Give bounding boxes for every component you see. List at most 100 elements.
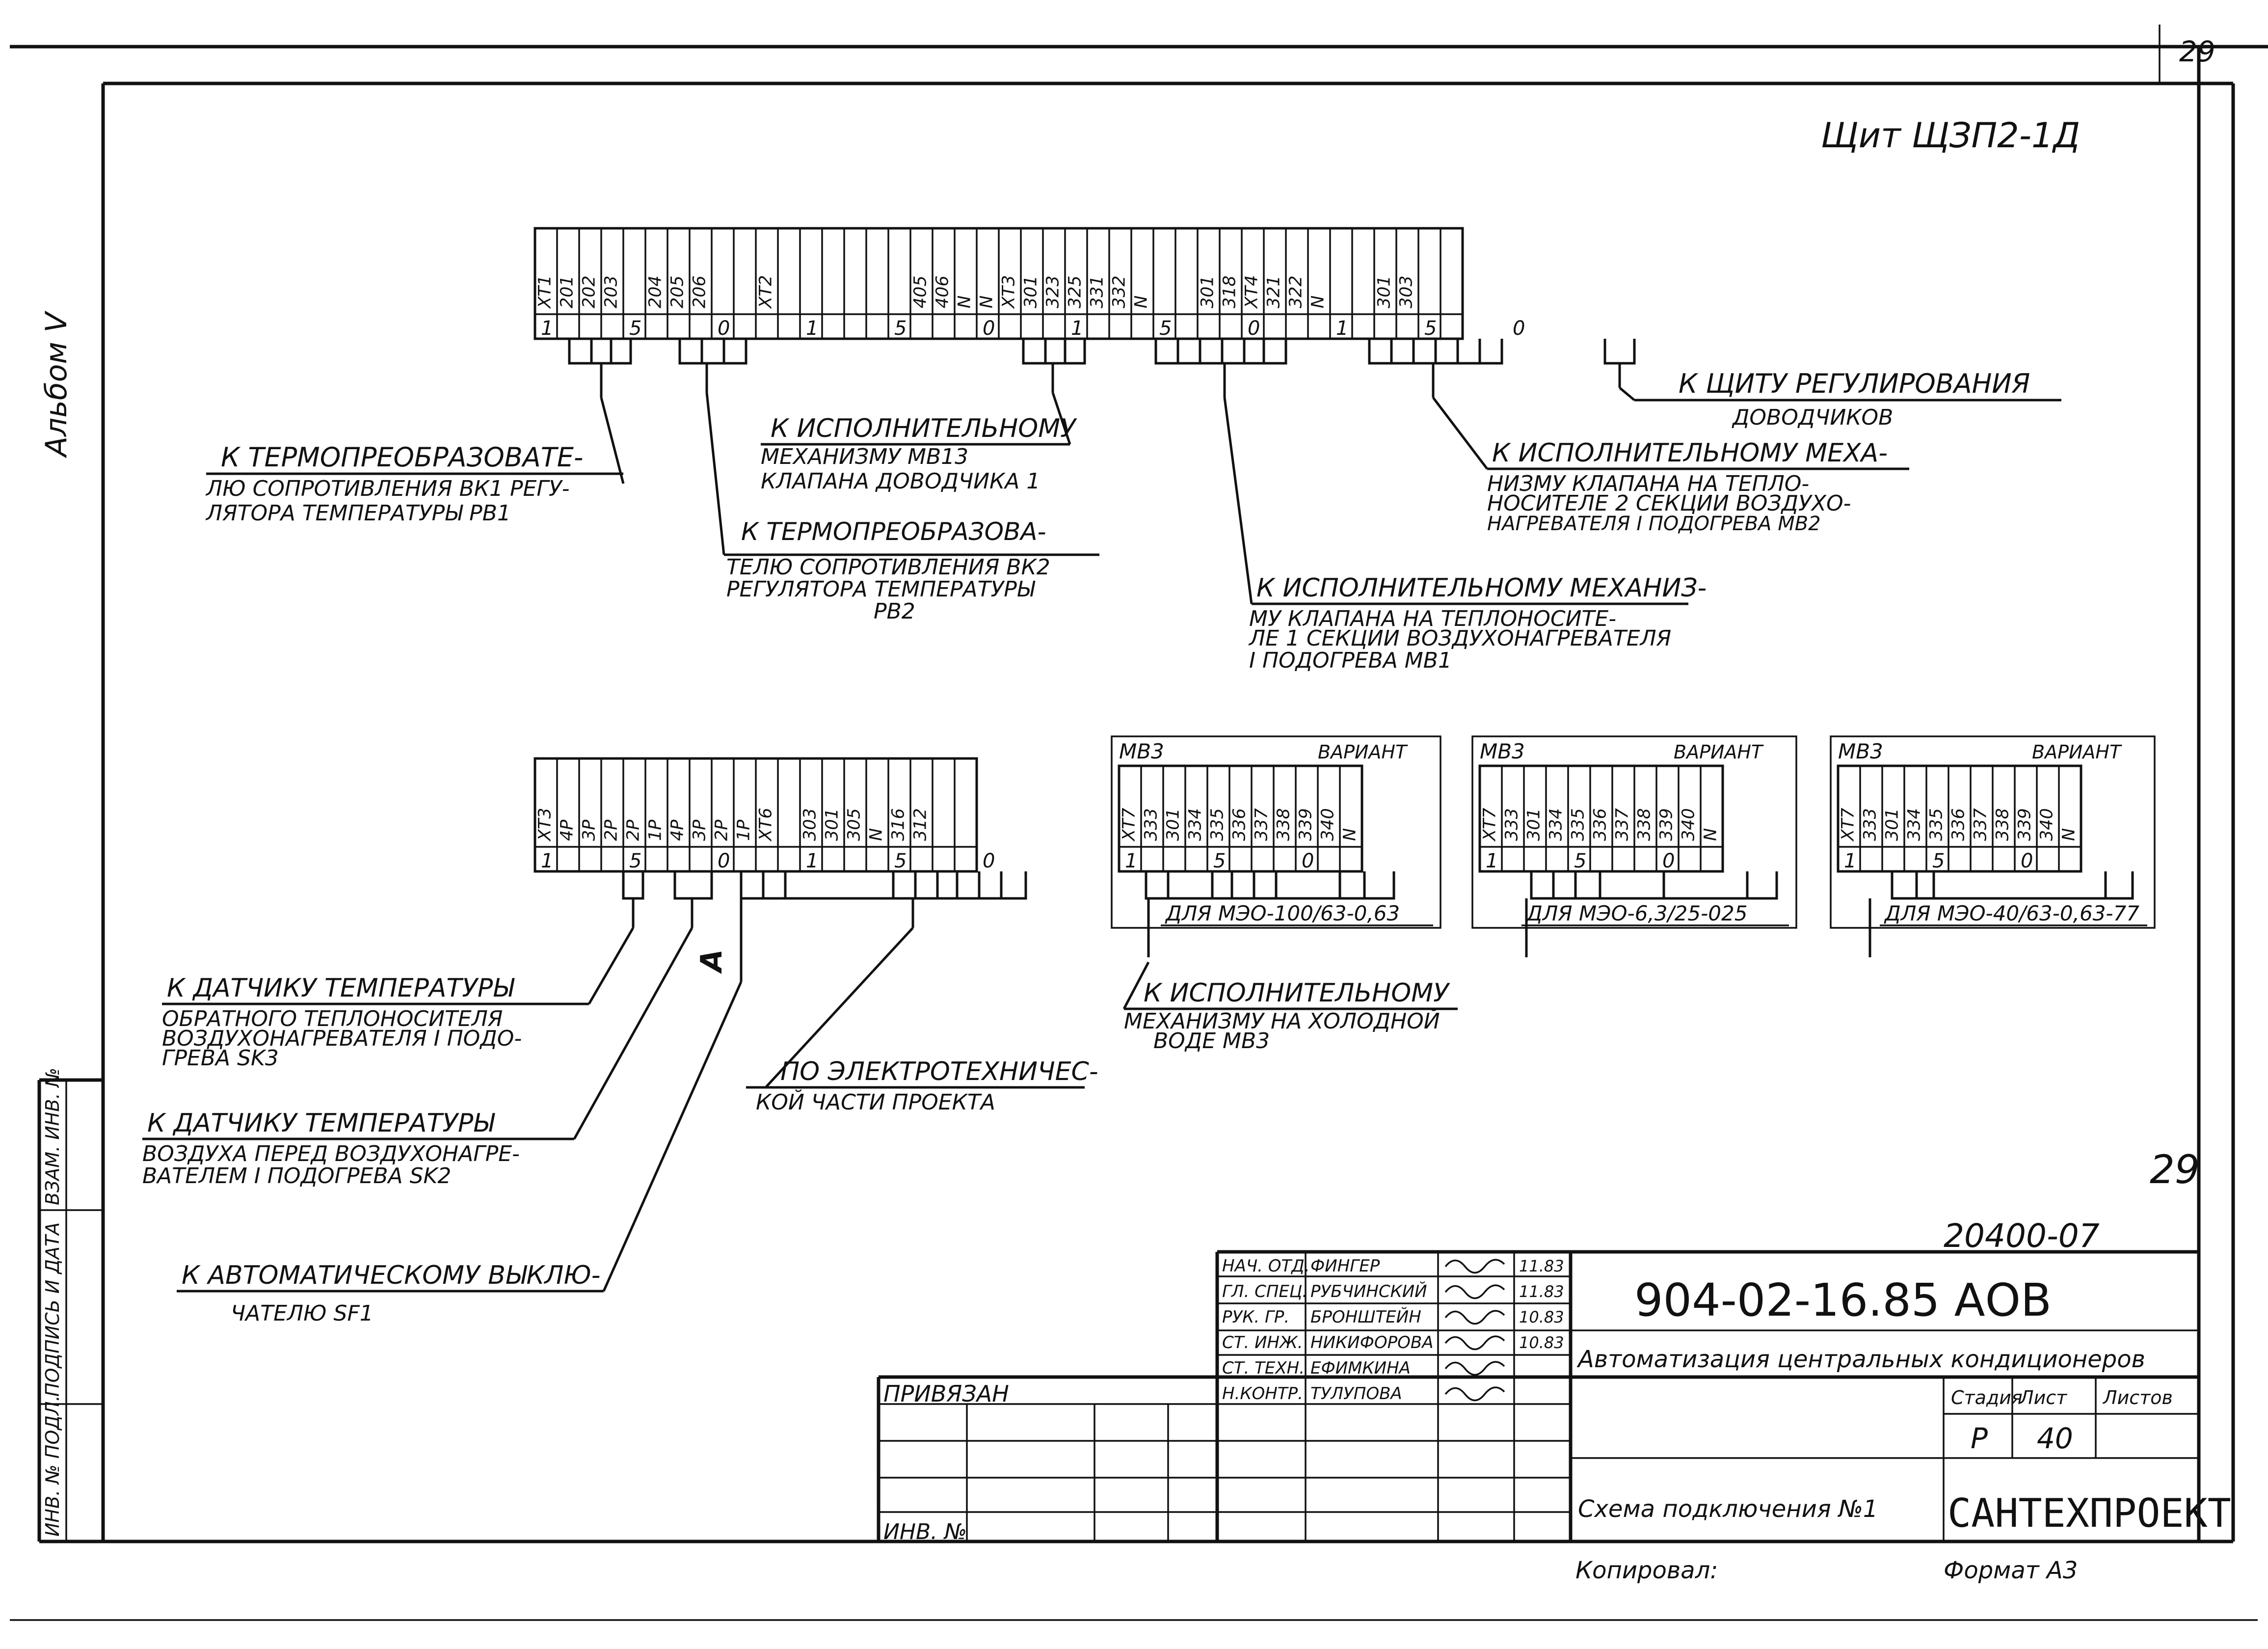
variant-strip-terminal-label: 334	[1547, 808, 1566, 841]
callout-c6-line: ДОВОДЧИКОВ	[1732, 405, 1893, 430]
variant-strip-terminal-label: N	[2059, 828, 2079, 841]
bottom-leaders	[142, 871, 2134, 1293]
top-strip-terminal-label: 204	[646, 275, 666, 308]
top-strip-terminal-label: 405	[911, 275, 931, 308]
bottom-strip-terminal-label: ХТ3	[535, 808, 555, 842]
drawing-code: 904-02-16.85 АОВ	[1634, 1274, 2052, 1326]
variant-header-left: МВ3	[1838, 739, 1883, 763]
album-label: Альбом V	[39, 310, 74, 459]
variant-note: ДЛЯ МЭО-6,3/25-025	[1525, 901, 1747, 925]
variant-strip-terminal-label: N	[1701, 828, 1721, 841]
sheet-value: 40	[2037, 1422, 2073, 1455]
top-strip-terminal-label: ХТ4	[1242, 275, 1262, 309]
callout-c8-line: К ДАТЧИКУ ТЕМПЕРАТУРЫ	[147, 1108, 495, 1138]
callout-c2-line: РЕГУЛЯТОРА ТЕМПЕРАТУРЫ	[726, 577, 1036, 602]
bottom-strip-position-mark: 1	[806, 850, 818, 872]
top-strip-position-mark: 5	[1424, 317, 1437, 340]
bottom-strip-terminal-label: 4Р	[668, 819, 688, 841]
callout-c11-line: ВОДЕ МВ3	[1153, 1028, 1270, 1054]
variant-strip-terminal-label: 301	[1164, 808, 1183, 841]
variant-strip-position-mark: 0	[1302, 850, 1314, 872]
signature-scribble	[1444, 1284, 1505, 1299]
bottom-strip-terminal-label: 4Р	[558, 819, 577, 841]
bottom-strip-terminal-label: ХТ6	[756, 808, 776, 842]
project-number: 20400-07	[1944, 1217, 2100, 1255]
top-strip-terminal-label: ХТ2	[756, 275, 776, 309]
variant-strip-position-mark: 5	[1213, 850, 1226, 872]
top-strip-position-mark: 5	[894, 317, 907, 340]
variant-header-right: ВАРИАНТ	[1674, 741, 1764, 763]
top-strip-terminal-label: 323	[1043, 275, 1063, 308]
top-strip-terminal-label: 321	[1264, 275, 1284, 308]
title-block	[877, 1250, 2199, 1541]
privyazan-label: ПРИВЯЗАН	[883, 1380, 1009, 1407]
signature-scribble	[1444, 1259, 1505, 1274]
callout-c1-line: К ТЕРМОПРЕОБРАЗОВАТЕ-	[221, 442, 583, 473]
variant-strip-terminal-label: 336	[1230, 808, 1250, 841]
callout-c3-line: МЕХАНИЗМУ МВ13	[761, 444, 968, 469]
callout-c1-line: ЛЯТОРА ТЕМПЕРАТУРЫ РВ1	[205, 501, 511, 526]
stamp-inv-no: ИНВ. № ПОДЛ.	[42, 1395, 63, 1537]
callout-c3-line: К ИСПОЛНИТЕЛЬНОМУ	[771, 414, 1077, 443]
callout-c2-line: ТЕЛЮ СОПРОТИВЛЕНИЯ ВК2	[726, 555, 1050, 580]
top-strip-position-mark: 0	[1513, 317, 1525, 340]
top-strip-terminal-label: N	[955, 296, 975, 308]
bottom-strip-terminal-label: 305	[845, 808, 864, 841]
variant-strip-position-mark: 1	[1844, 850, 1856, 872]
variant-strip-terminal-label: 336	[1949, 808, 1969, 841]
variant-strip-terminal-label: ХТ7	[1480, 808, 1500, 842]
top-strip-terminal-label: N	[1308, 296, 1328, 308]
signature-role: РУК. ГР.	[1222, 1307, 1289, 1327]
signature-date: 11.83	[1519, 1282, 1564, 1301]
callout-c8-line: ВОЗДУХА ПЕРЕД ВОЗДУХОНАГРЕ-	[142, 1141, 520, 1166]
bottom-strip-terminal-label: 2Р	[624, 819, 643, 841]
variant-header-left: МВ3	[1480, 739, 1525, 763]
callout-c5-line: НИЗМУ КЛАПАНА НА ТЕПЛО-	[1487, 471, 1809, 496]
callout-c4-line: I ПОДОГРЕВА МВ1	[1249, 648, 1452, 673]
variant-header-right: ВАРИАНТ	[1318, 741, 1408, 763]
bottom-strip-terminal-label: 2Р	[712, 819, 732, 841]
variant-note: ДЛЯ МЭО-100/63-0,63	[1165, 901, 1400, 925]
variant-strip-outline	[1118, 764, 1363, 873]
stamp-replace-inv: ВЗАМ. ИНВ. №	[42, 1068, 63, 1205]
signature-role: НАЧ. ОТД.	[1222, 1256, 1310, 1276]
callout-c5-line: НАГРЕВАТЕЛЯ I ПОДОГРЕВА МВ2	[1487, 513, 1821, 535]
format-label: Формат А3	[1944, 1557, 2078, 1584]
sheets-label: Листов	[2102, 1387, 2173, 1408]
variant-strip-terminal-label: 334	[1186, 808, 1205, 841]
inv-no-label: ИНВ. №	[883, 1519, 967, 1544]
variant-strip-terminal-label: 340	[1318, 808, 1338, 841]
top-strip-terminal-label: 202	[580, 275, 599, 308]
variant-strip-outline	[1837, 764, 2082, 873]
bottom-strip-position-mark: 5	[894, 850, 907, 872]
top-strip-terminal-label: 301	[1198, 275, 1218, 308]
signature-scribble	[1444, 1335, 1505, 1351]
variant-strip-position-mark: 5	[1932, 850, 1945, 872]
callout-c11-line: К ИСПОЛНИТЕЛЬНОМУ	[1144, 978, 1450, 1008]
top-strip-position-mark: 1	[806, 317, 818, 340]
variant-strip-terminal-label: 334	[1905, 808, 1924, 841]
signature-scribble	[1444, 1310, 1505, 1325]
variant-strip-terminal-label: 338	[1635, 808, 1654, 841]
callout-c4-line: ЛЕ 1 СЕКЦИИ ВОЗДУХОНАГРЕВАТЕЛЯ	[1248, 626, 1671, 651]
top-strip-terminal-label: 303	[1397, 275, 1416, 308]
top-strip-terminal-label: N	[977, 296, 997, 308]
variant-note: ДЛЯ МЭО-40/63-0,63-77	[1884, 901, 2139, 925]
callout-c4-line: МУ КЛАПАНА НА ТЕПЛОНОСИТЕ-	[1249, 606, 1616, 631]
callout-texts: К ТЕРМОПРЕОБРАЗОВАТЕ-ЛЮ СОПРОТИВЛЕНИЯ ВК…	[142, 368, 2030, 1326]
sheet-title: Схема подключения №1	[1578, 1495, 1878, 1523]
variant-strip-terminal-label: ХТ7	[1839, 808, 1858, 842]
top-strip-position-mark: 0	[1248, 317, 1260, 340]
callout-c7-line: К ДАТЧИКУ ТЕМПЕРАТУРЫ	[167, 973, 515, 1003]
top-strip-position-mark: 1	[541, 317, 553, 340]
bottom-strip-terminal-label: 3Р	[580, 819, 599, 841]
top-strip-terminal-label: 206	[690, 275, 710, 308]
variant-strip-terminal-label: 337	[1613, 808, 1632, 841]
variant-box	[1830, 735, 2156, 929]
variant-box	[1111, 735, 1441, 929]
bottom-strip-terminal-label: 2Р	[602, 819, 621, 841]
signature-scribble	[1444, 1361, 1505, 1376]
